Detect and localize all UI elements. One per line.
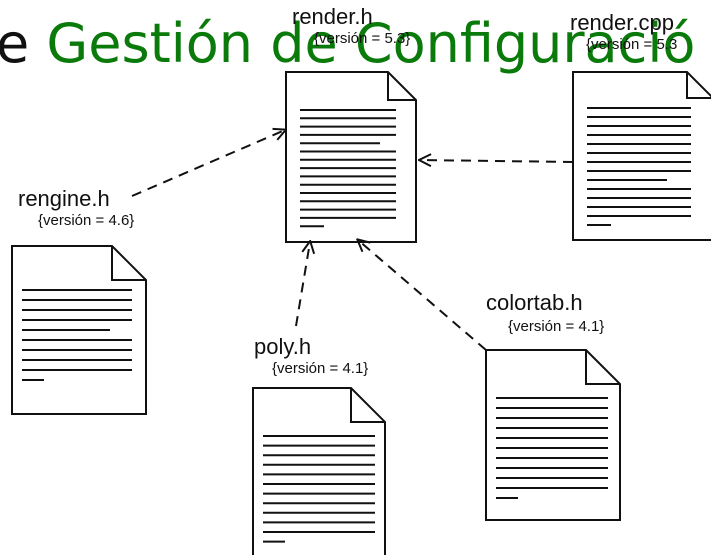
colortab-h-version: {versión = 4.1} bbox=[508, 318, 605, 335]
document-fold bbox=[585, 350, 620, 385]
document-page bbox=[285, 71, 417, 243]
document-fold bbox=[686, 72, 711, 99]
document-page bbox=[485, 349, 621, 521]
rengine-h-name: rengine.h bbox=[18, 186, 110, 211]
poly-h-version: {versión = 4.1} bbox=[272, 360, 369, 377]
slide-title: e Gestión de Configuració bbox=[0, 14, 695, 74]
colortab-h-document-icon bbox=[485, 349, 621, 521]
document-fold bbox=[111, 246, 146, 281]
dependency-arrow-poly-h bbox=[295, 242, 310, 327]
document-fold bbox=[350, 388, 385, 423]
dependency-arrow-render-cpp bbox=[420, 160, 574, 162]
colortab-h-name: colortab.h bbox=[486, 290, 583, 315]
document-fold bbox=[387, 72, 416, 101]
rengine-h-document-icon bbox=[11, 245, 147, 415]
title-highlight: Gestión de Configuració bbox=[46, 12, 696, 75]
document-page bbox=[252, 387, 386, 555]
rengine-h-version: {versión = 4.6} bbox=[38, 212, 135, 229]
poly-h-document-icon bbox=[252, 387, 386, 555]
title-prefix: e bbox=[0, 12, 47, 75]
render-cpp-version: {versión = 5.3 bbox=[586, 36, 678, 53]
poly-h-name: poly.h bbox=[254, 334, 312, 359]
dependency-arrow-colortab-h bbox=[358, 240, 487, 351]
render-h-document-icon bbox=[285, 71, 417, 243]
render-cpp-document-icon bbox=[572, 71, 711, 241]
render-h-version: {versión = 5.3} bbox=[314, 30, 411, 47]
render-cpp-name: render.cpp bbox=[570, 10, 674, 35]
dependency-arrow-rengine-h bbox=[131, 130, 285, 197]
render-h-name: render.h bbox=[292, 4, 373, 29]
